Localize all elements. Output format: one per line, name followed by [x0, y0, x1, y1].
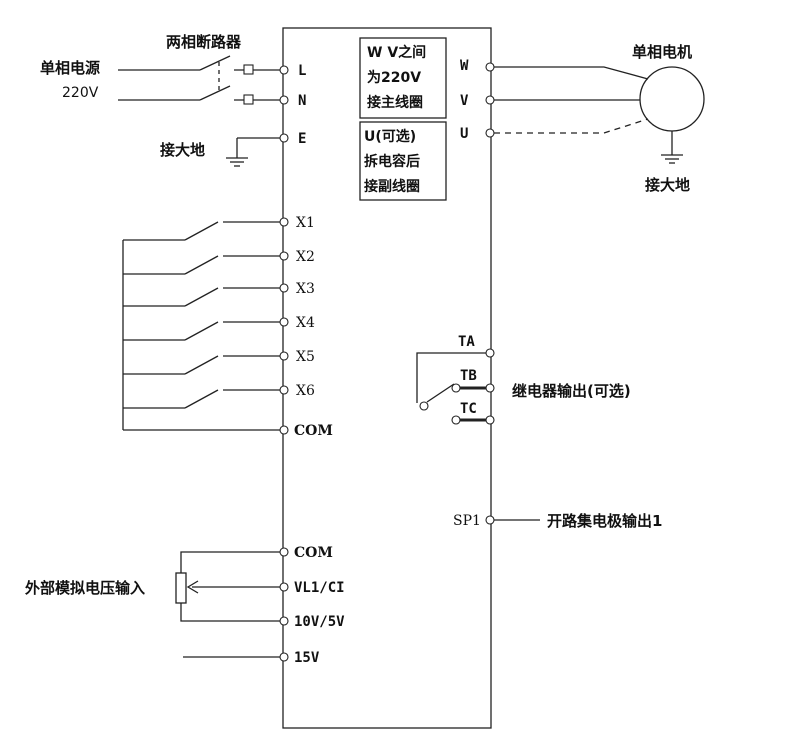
terminal-vl1-label: VL1/CI [294, 580, 345, 596]
terminal-n [279, 95, 289, 105]
note-box-2 [359, 121, 447, 201]
breaker-terminal-l [243, 64, 254, 75]
ground-right-label: 接大地 [645, 176, 690, 194]
terminal-x4-label: X4 [296, 315, 315, 331]
terminal-w [485, 62, 495, 72]
note-box-2-line-1: U(可选) [364, 128, 416, 145]
ground-icon [661, 154, 683, 164]
note-box-1-line-2: 为220V [367, 69, 421, 86]
breaker-contact-n [199, 85, 231, 101]
ground-icon [226, 157, 248, 167]
terminal-v [485, 95, 495, 105]
breaker-terminal-n [243, 94, 254, 105]
terminal-x2 [279, 251, 289, 261]
wire-u [494, 118, 649, 134]
terminal-com-1 [279, 425, 289, 435]
supply-label: 单相电源 [40, 59, 100, 77]
open-collector-label: 开路集电极输出1 [547, 512, 662, 530]
terminal-x3 [279, 283, 289, 293]
analog-input-label: 外部模拟电压输入 [24, 579, 145, 597]
relay-contacts [416, 352, 486, 425]
supply-voltage-label: 220V [62, 85, 99, 101]
note-box-1-line-3: 接主线圈 [367, 94, 423, 111]
terminal-ta [485, 348, 495, 358]
potentiometer [175, 551, 280, 622]
terminal-x2-label: X2 [296, 249, 315, 265]
terminal-l-label: L [298, 63, 306, 79]
breaker-label: 两相断路器 [166, 33, 242, 51]
note-box-2-line-2: 拆电容后 [364, 153, 420, 170]
terminal-x6 [279, 385, 289, 395]
terminal-tb [485, 383, 495, 393]
breaker-contact-l [199, 55, 231, 71]
terminal-e-label: E [298, 131, 306, 147]
terminal-x1-label: X1 [296, 215, 315, 231]
terminal-ref-label: 10V/5V [294, 614, 345, 630]
terminal-x5 [279, 351, 289, 361]
terminal-sp1-label: SP1 [453, 513, 481, 529]
inverter-body [282, 27, 492, 729]
terminal-com-1-label: COM [294, 423, 333, 439]
motor-label: 单相电机 [632, 43, 692, 61]
note-box-1 [359, 37, 447, 119]
terminal-vl1 [279, 582, 289, 592]
terminal-x3-label: X3 [296, 281, 315, 297]
terminal-com-2-label: COM [294, 545, 333, 561]
terminal-x5-label: X5 [296, 349, 315, 365]
terminal-tc-label: TC [460, 401, 477, 417]
wire-w [494, 66, 649, 80]
terminal-x6-label: X6 [296, 383, 315, 399]
terminal-tb-label: TB [460, 368, 477, 384]
relay-output-label: 继电器输出(可选) [512, 382, 631, 400]
terminal-u [485, 128, 495, 138]
terminal-sp1 [485, 515, 495, 525]
terminal-ta-label: TA [458, 334, 475, 350]
digital-input-switches [122, 221, 280, 431]
terminal-x4 [279, 317, 289, 327]
terminal-15v-label: 15V [294, 650, 320, 666]
terminal-u-label: U [460, 126, 468, 142]
ground-left-label: 接大地 [160, 141, 205, 159]
note-box-1-line-1: W V之间 [367, 44, 426, 61]
terminal-x1 [279, 217, 289, 227]
terminal-n-label: N [298, 93, 306, 109]
terminal-15v [279, 652, 289, 662]
terminal-tc [485, 415, 495, 425]
terminal-ref [279, 616, 289, 626]
motor-circle [639, 66, 705, 132]
terminal-w-label: W [460, 58, 469, 74]
terminal-v-label: V [460, 93, 469, 109]
terminal-com-2 [279, 547, 289, 557]
terminal-e [279, 133, 289, 143]
terminal-l [279, 65, 289, 75]
note-box-2-line-3: 接副线圈 [364, 178, 420, 195]
